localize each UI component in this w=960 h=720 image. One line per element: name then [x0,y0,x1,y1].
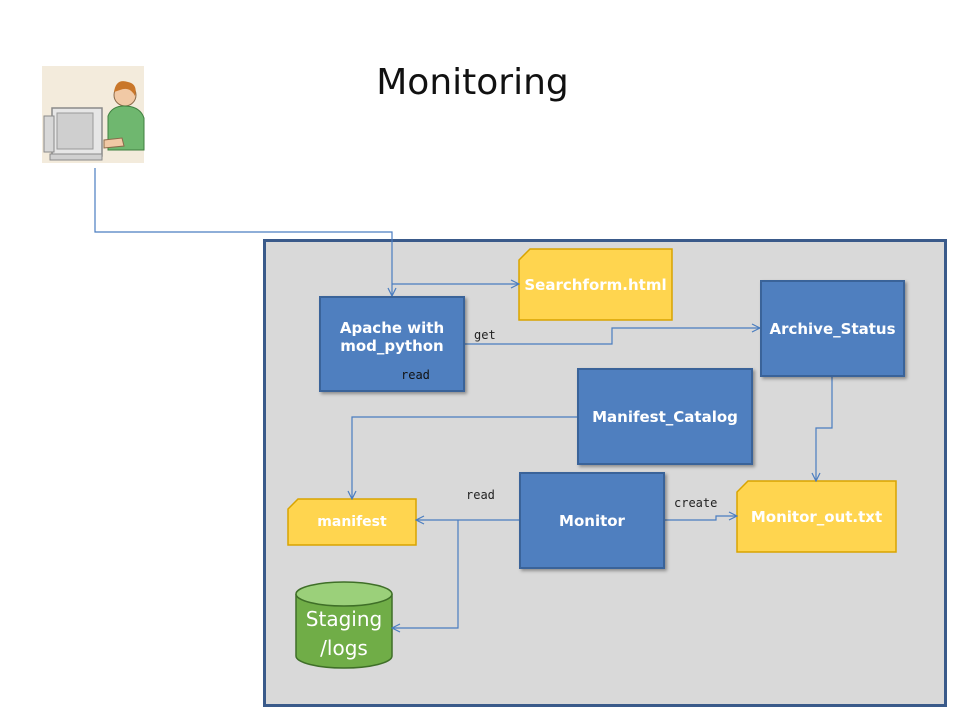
get-edge-label: get [474,328,496,342]
create-edge-label: create [674,496,718,510]
staging-logs-label: Staging /logs [305,607,383,660]
apache-to-archive-arrow [465,328,760,345]
manifest-catalog-node: Manifest_Catalog [577,368,753,465]
catalog-to-manifest-arrow [352,416,577,499]
page-title: Monitoring [376,62,569,103]
monitor-node: Monitor [519,472,665,569]
searchform-file-shape [518,248,673,321]
apache-mod-python-node: Apache with mod_python [319,296,465,392]
monitor-to-staging-arrow [392,520,459,628]
read-edge-label-apache: read [401,368,430,382]
read-edge-label-monitor: read [466,488,495,502]
manifest-file-shape [287,498,417,546]
archive-to-monitor-out-arrow [816,377,833,481]
monitor-out-file-shape [736,480,897,553]
monitor-to-out-arrow [665,516,737,521]
user-to-apache-arrow [94,168,392,296]
archive-status-node: Archive_Status [760,280,905,377]
staging-logs-database [295,581,393,669]
